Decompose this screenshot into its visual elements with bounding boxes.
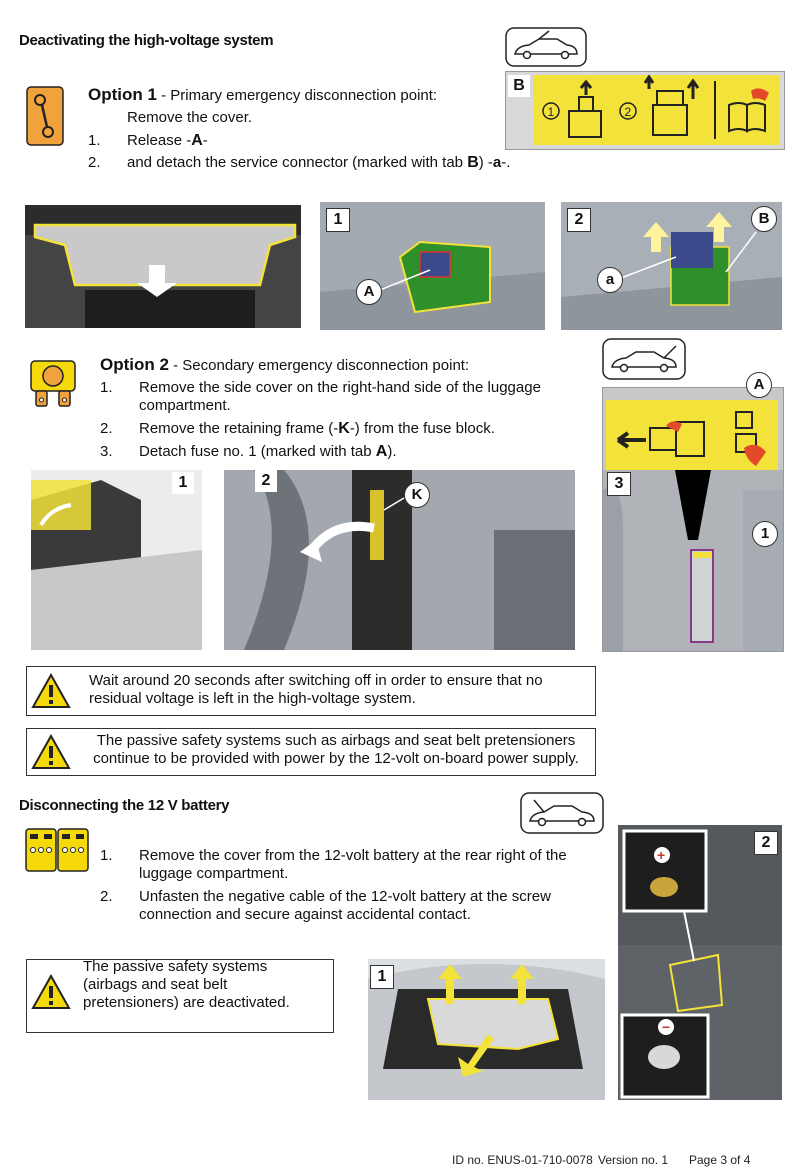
fuse-callout-a: A: [746, 372, 772, 398]
option2-title-text: Option 2: [100, 355, 169, 374]
photo-rear-side-cover: 1: [31, 470, 202, 650]
photo-label-1: 1: [172, 472, 194, 494]
footer-document-id: ID no. ENUS-01-710-0078: [452, 1153, 593, 1167]
photo-battery-terminals: + − 2: [618, 825, 782, 1100]
step-bold-a: A: [191, 132, 203, 149]
step-text-pre: Detach fuse no. 1 (marked with tab: [139, 443, 376, 460]
warning-text-residual-voltage: Wait around 20 seconds after switching o…: [89, 672, 543, 707]
svg-text:2: 2: [625, 105, 632, 119]
option1-subtitle: - Primary emergency disconnection point:: [156, 87, 438, 104]
step-text: Remove the retaining frame (-K-) from th…: [139, 420, 495, 438]
fuse-icon: [30, 360, 76, 408]
photo-label-3: 3: [607, 472, 631, 496]
warning-box-passive-safety-deactivated: The passive safety systems (airbags and …: [26, 958, 334, 1033]
warning-triangle-icon: [31, 672, 71, 714]
warning-triangle-icon: [31, 973, 71, 1015]
panel-yellow-instruction: 1 2: [533, 74, 780, 145]
battery-icon: [25, 828, 89, 872]
section-heading-12v-battery: Disconnecting the 12 V battery: [19, 797, 230, 814]
step-text-pre: Release -: [127, 132, 192, 149]
step-text: Remove the side cover on the right-hand …: [139, 379, 541, 414]
section-heading-deactivating: Deactivating the high-voltage system: [19, 32, 274, 49]
photo-fuse-block: [603, 470, 783, 651]
photo-option1-step1: 1 A: [320, 202, 545, 330]
warning-triangle-icon: [31, 733, 71, 775]
svg-text:+: +: [657, 847, 665, 863]
fuse-callout-1: 1: [752, 521, 778, 547]
svg-text:1: 1: [548, 105, 555, 119]
step-number: 2.: [100, 888, 113, 905]
car-front-hood-icon: [505, 27, 587, 67]
step-number: 2.: [88, 154, 101, 171]
step-text-post2: -.: [501, 154, 511, 171]
photo-label-1: 1: [326, 208, 350, 232]
car-rear-hatch-icon: [602, 338, 686, 380]
step-bold-a: A: [375, 443, 388, 460]
footer-version: Version no. 1: [598, 1153, 669, 1167]
option1-title: Option 1 - Primary emergency disconnecti…: [88, 85, 437, 105]
step-text: Remove the cover from the 12-volt batter…: [139, 847, 567, 882]
photo-callout-b: B: [751, 206, 777, 232]
step-bold-k: K: [338, 420, 350, 437]
panel-label-b: B: [508, 75, 530, 97]
photo-callout-a: A: [356, 279, 382, 305]
photo-label-1: 1: [370, 965, 394, 989]
step-number: 2.: [100, 420, 113, 437]
step-number: 1.: [100, 847, 113, 864]
service-connector-label-panel: B 1 2: [505, 71, 785, 150]
photo-callout-a-lower: a: [597, 267, 623, 293]
step-text-post: -: [202, 132, 208, 149]
warning-text-passive-safety-powered: The passive safety systems such as airba…: [93, 732, 579, 767]
step-text: Release -A-: [127, 132, 208, 150]
step-number: 3.: [100, 443, 113, 460]
disconnect-switch-icon: [26, 86, 64, 146]
option2-subtitle: - Secondary emergency disconnection poin…: [168, 357, 470, 374]
step-text-post: ).: [387, 443, 397, 460]
photo-option1-step2: 2 a B: [561, 202, 782, 330]
photo-luggage-cover: [25, 205, 301, 328]
step-bold-b: B: [467, 154, 479, 171]
step-text-post: ) -: [478, 154, 493, 171]
svg-text:−: −: [662, 1019, 670, 1035]
warning-box-passive-safety-powered: The passive safety systems such as airba…: [26, 728, 596, 776]
step-text: and detach the service connector (marked…: [127, 154, 510, 172]
step-text-pre: and detach the service connector (marked…: [127, 154, 468, 171]
photo-label-2: 2: [255, 470, 277, 492]
step-text: Detach fuse no. 1 (marked with tab A).: [139, 443, 397, 461]
step-text-post: -) from the fuse block.: [349, 420, 495, 437]
step-number: 1.: [88, 132, 101, 149]
fuse-tab-instruction: [606, 400, 778, 470]
fuse-block-panel: A 3 1: [602, 372, 784, 652]
photo-label-2: 2: [567, 208, 591, 232]
warning-box-residual-voltage: Wait around 20 seconds after switching o…: [26, 666, 596, 716]
step-text: Unfasten the negative cable of the 12-vo…: [139, 888, 551, 923]
option2-title: Option 2 - Secondary emergency disconnec…: [100, 355, 469, 375]
footer-page-number: Page 3 of 4: [689, 1153, 751, 1167]
photo-label-2: 2: [754, 831, 778, 855]
photo-retaining-frame: 2 K: [224, 470, 575, 650]
step-number: 1.: [100, 379, 113, 396]
option1-line0: Remove the cover.: [127, 109, 253, 126]
photo-callout-k: K: [404, 482, 430, 508]
photo-battery-cover: 1: [368, 959, 605, 1100]
step-bold-a-lower: a: [492, 154, 502, 171]
option1-title-text: Option 1: [88, 85, 157, 104]
warning-text-passive-safety-deactivated: The passive safety systems (airbags and …: [83, 958, 290, 1011]
step-text-pre: Remove the retaining frame (-: [139, 420, 339, 437]
car-front-hood-icon: [520, 792, 604, 834]
